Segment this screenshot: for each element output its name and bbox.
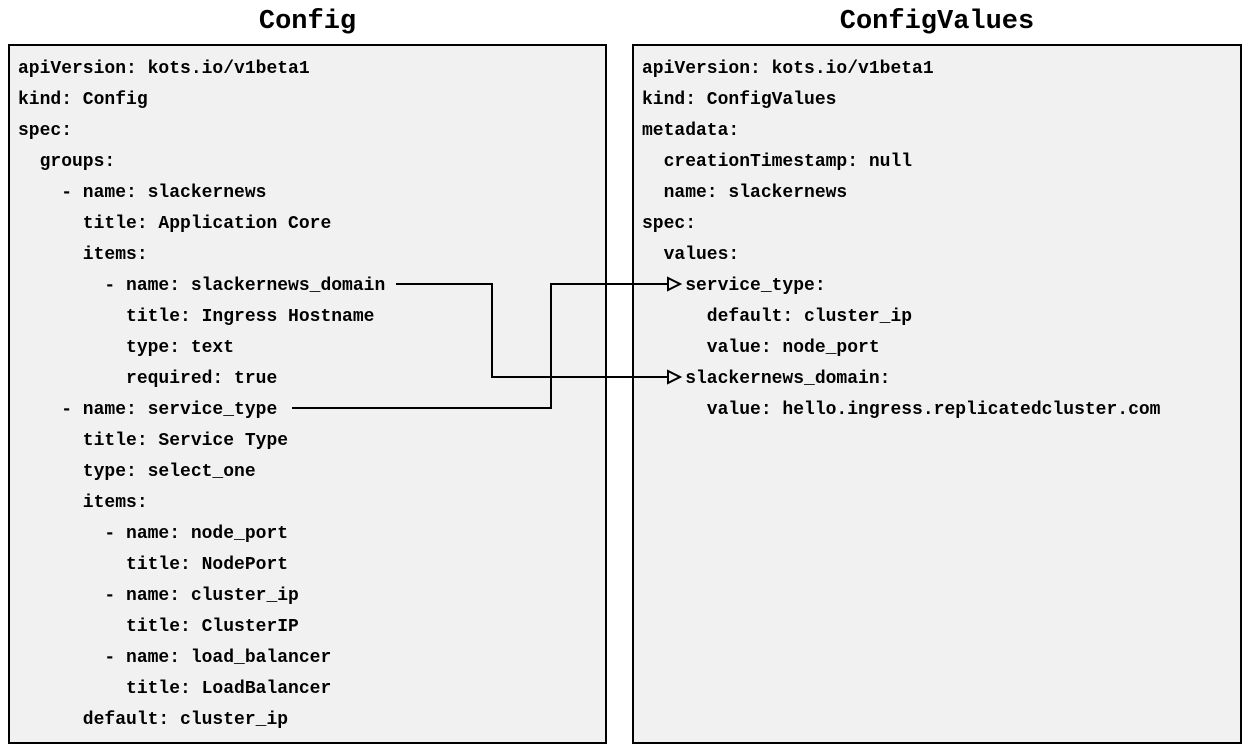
code-line: slackernews_domain: [642, 369, 891, 389]
configvalues-yaml-block: apiVersion: kots.io/v1beta1 kind: ConfigV… [634, 46, 1240, 426]
code-line: title: NodePort [18, 555, 289, 575]
code-line: default: cluster_ip [18, 710, 289, 730]
code-line: - name: load_balancer [18, 648, 332, 668]
code-line: default: cluster_ip [642, 307, 913, 327]
code-line: value: node_port [642, 338, 880, 358]
code-line: - name: slackernews [18, 183, 267, 203]
code-line: title: ClusterIP [18, 617, 299, 637]
config-panel-title: Config [258, 7, 357, 37]
configvalues-panel: apiVersion: kots.io/v1beta1 kind: ConfigV… [632, 44, 1242, 744]
code-line: name: slackernews [642, 183, 848, 203]
code-line: metadata: [642, 121, 740, 141]
code-line: title: Application Core [18, 214, 332, 234]
code-line: - name: service_type [18, 400, 278, 420]
code-line: apiVersion: kots.io/v1beta1 [642, 59, 934, 79]
code-line: kind: ConfigValues [642, 90, 837, 110]
code-line: - name: slackernews_domain [18, 276, 386, 296]
code-line: type: text [18, 338, 235, 358]
code-line: kind: Config [18, 90, 148, 110]
code-line: value: hello.ingress.replicatedcluster.c… [642, 400, 1161, 420]
config-panel: apiVersion: kots.io/v1beta1 kind: Config s… [8, 44, 607, 744]
code-line: title: LoadBalancer [18, 679, 332, 699]
config-yaml-block: apiVersion: kots.io/v1beta1 kind: Config s… [10, 46, 605, 736]
code-line: apiVersion: kots.io/v1beta1 [18, 59, 310, 79]
code-line: spec: [18, 121, 73, 141]
code-line: values: [642, 245, 740, 265]
code-line: - name: cluster_ip [18, 586, 299, 606]
code-line: title: Ingress Hostname [18, 307, 375, 327]
code-line: creationTimestamp: null [642, 152, 913, 172]
code-line: required: true [18, 369, 278, 389]
code-line: type: select_one [18, 462, 256, 482]
code-line: items: [18, 493, 148, 513]
code-line: service_type: [642, 276, 826, 296]
configvalues-panel-title: ConfigValues [839, 7, 1035, 37]
code-line: - name: node_port [18, 524, 289, 544]
code-line: items: [18, 245, 148, 265]
code-line: spec: [642, 214, 697, 234]
code-line: groups: [18, 152, 116, 172]
code-line: title: Service Type [18, 431, 289, 451]
